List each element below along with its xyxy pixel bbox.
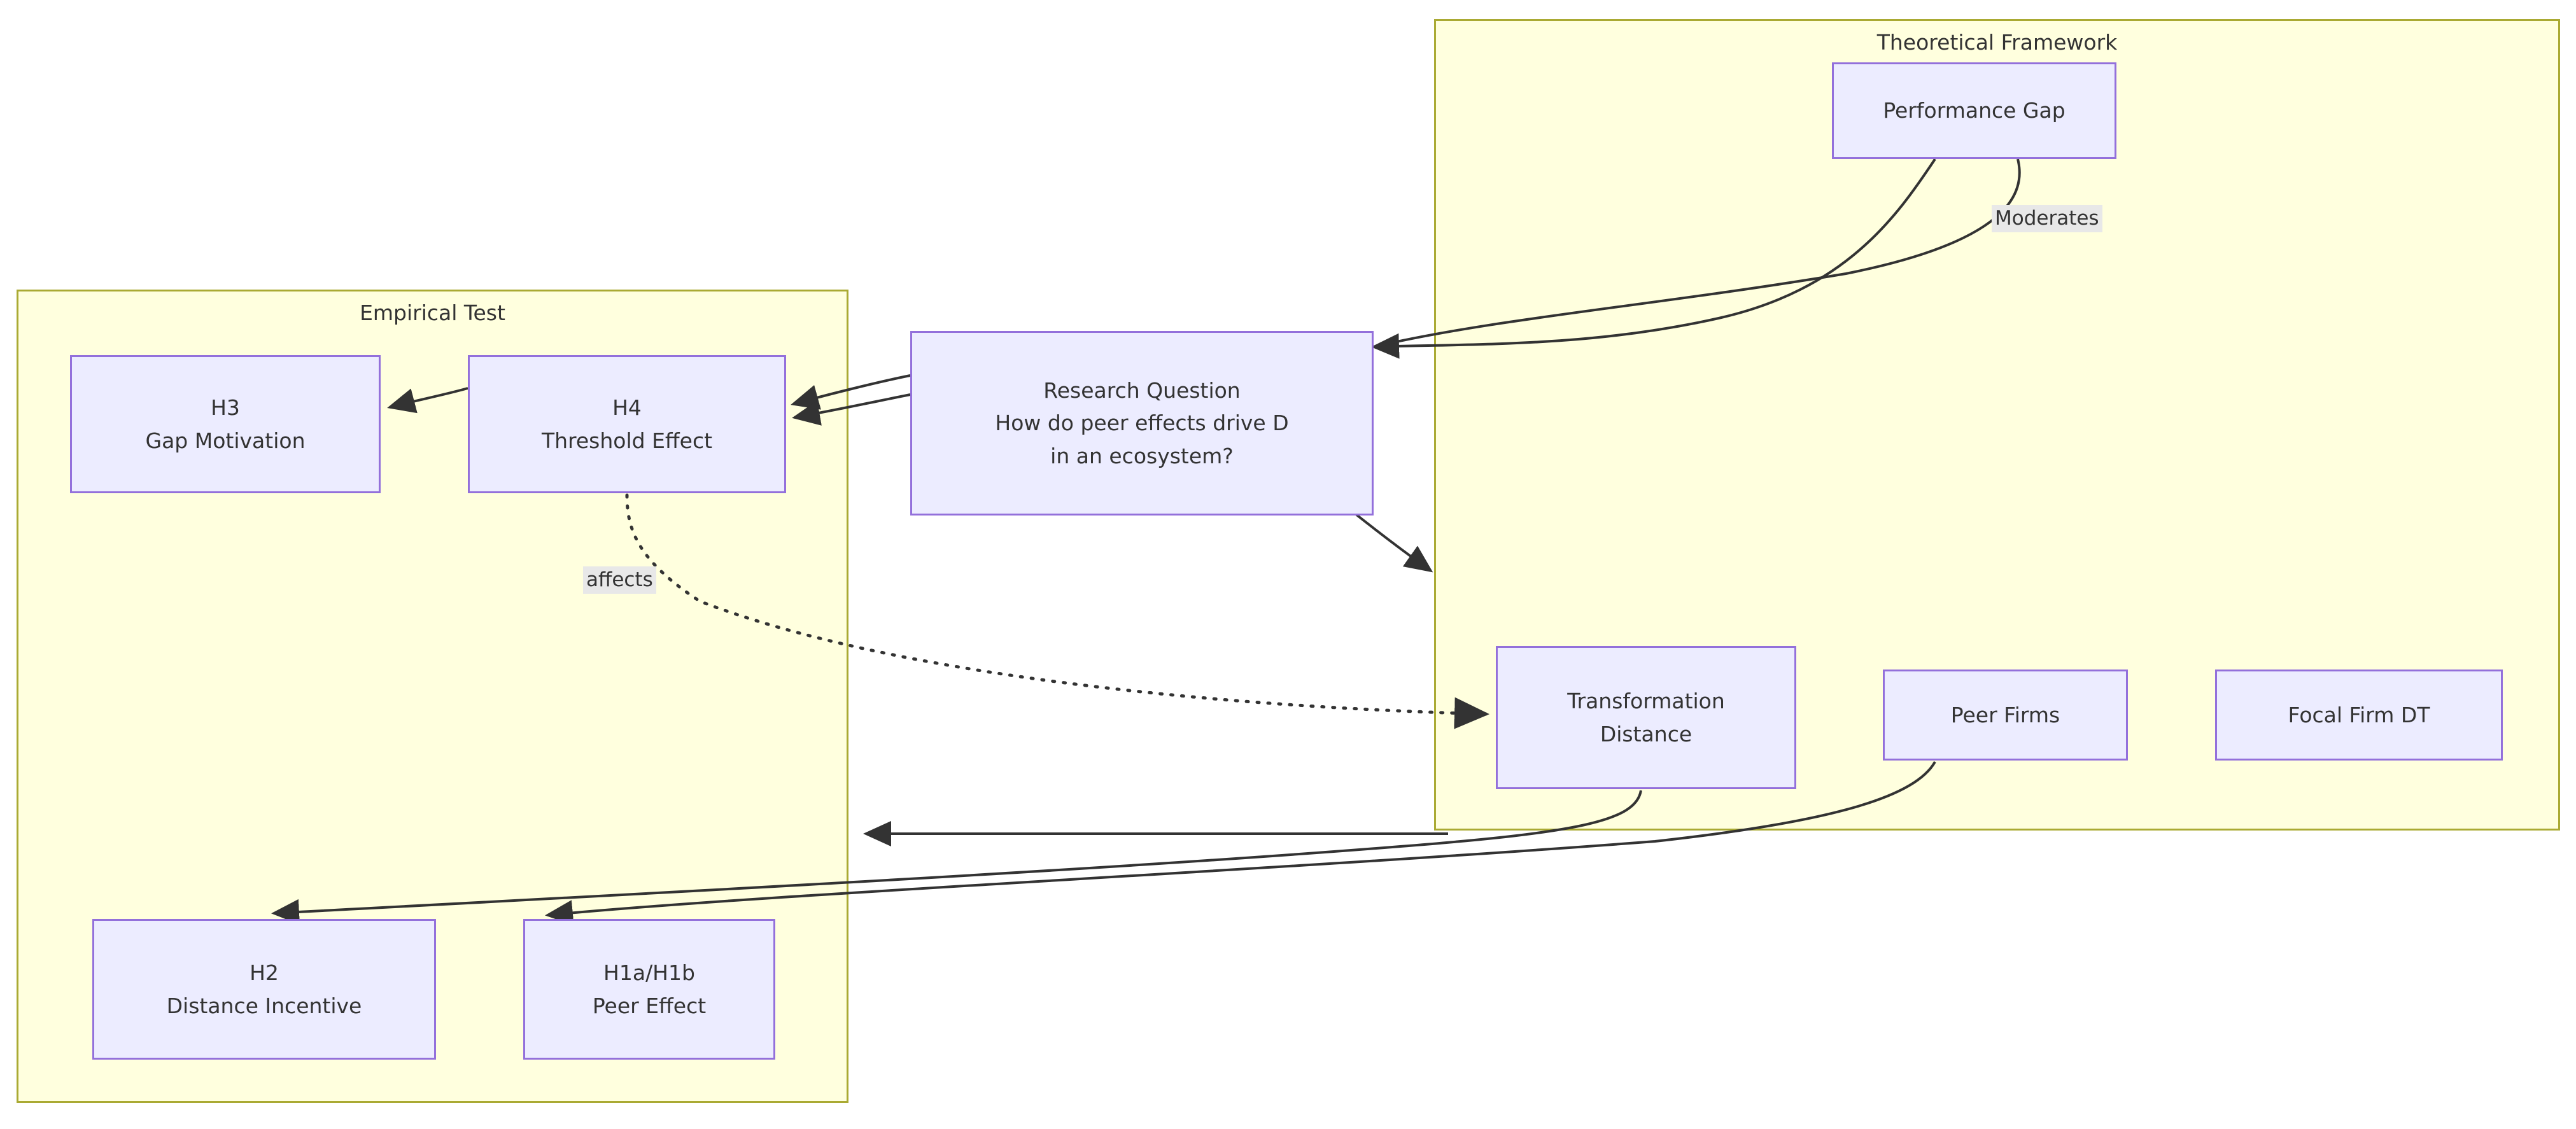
node-performance-gap-line-1: Performance Gap	[1883, 98, 2066, 123]
node-research-question-line-2: How do peer effects drive D	[995, 410, 1289, 436]
node-h3-line-1: H3	[211, 395, 240, 421]
node-h1a-h1b-peer-effect[interactable]: H1a/H1b Peer Effect	[523, 919, 775, 1060]
node-h3-gap-motivation[interactable]: H3 Gap Motivation	[70, 355, 381, 493]
node-h2-distance-incentive[interactable]: H2 Distance Incentive	[92, 919, 436, 1060]
node-peer-firms[interactable]: Peer Firms	[1883, 670, 2128, 761]
node-h2-line-1: H2	[250, 960, 279, 986]
cluster-title-empirical-test: Empirical Test	[360, 300, 505, 325]
cluster-title-theoretical-framework: Theoretical Framework	[1876, 30, 2118, 55]
edge-label-affects: affects	[583, 566, 656, 594]
node-h4-line-2: Threshold Effect	[541, 428, 713, 453]
edge-research-question-to-transformation-distance	[1348, 508, 1433, 573]
node-transformation-distance-line-1: Transformation	[1567, 689, 1725, 714]
node-performance-gap[interactable]: Performance Gap	[1832, 62, 2116, 159]
node-focal-firm-dt[interactable]: Focal Firm DT	[2215, 670, 2503, 761]
node-research-question-line-1: Research Question	[1043, 378, 1241, 403]
node-h2-line-2: Distance Incentive	[166, 993, 362, 1018]
node-h1a-h1b-line-1: H1a/H1b	[603, 960, 695, 986]
node-focal-firm-dt-line-1: Focal Firm DT	[2288, 702, 2430, 727]
edge-label-moderates: Moderates	[1992, 205, 2102, 232]
node-h3-line-2: Gap Motivation	[145, 428, 306, 453]
node-transformation-distance[interactable]: Transformation Distance	[1496, 646, 1796, 789]
node-research-question-line-3: in an ecosystem?	[1050, 443, 1234, 468]
node-h1a-h1b-line-2: Peer Effect	[592, 993, 707, 1018]
node-h4-threshold-effect[interactable]: H4 Threshold Effect	[468, 355, 786, 493]
node-h4-line-1: H4	[612, 395, 642, 421]
node-peer-firms-line-1: Peer Firms	[1950, 702, 2060, 727]
node-transformation-distance-line-2: Distance	[1600, 721, 1693, 747]
node-research-question[interactable]: Research Question How do peer effects dr…	[910, 331, 1374, 515]
